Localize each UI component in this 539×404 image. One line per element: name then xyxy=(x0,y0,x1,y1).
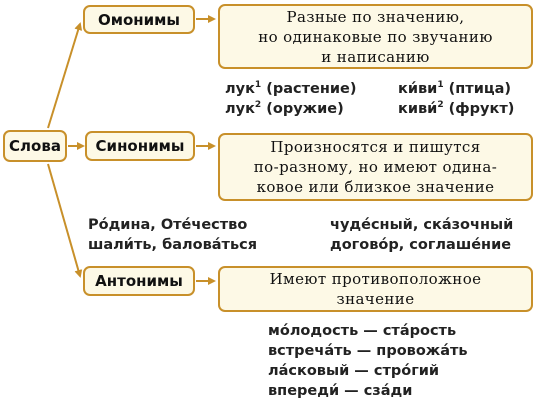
root-node-slova: Слова xyxy=(3,130,67,162)
antonyms-label: Антонимы xyxy=(95,272,183,290)
arrow-to-antonyms xyxy=(47,163,83,278)
synonyms-label: Синонимы xyxy=(95,137,185,155)
antonym-example-vperedi: впереди́ — сза́ди xyxy=(268,383,413,399)
root-label: Слова xyxy=(9,137,61,155)
homonyms-def-line-1: Разные по значению, xyxy=(286,7,465,26)
antonym-example-laskovy: ла́сковый — стро́гий xyxy=(268,363,440,379)
synonyms-def-line-2: по-разному, но имеют одина- xyxy=(253,158,498,176)
antonym-example-molodost: мо́лодость — ста́рость xyxy=(268,323,457,339)
synonym-example-chudesny: чуде́сный, ска́зочный xyxy=(330,217,514,233)
arrow-to-homonyms xyxy=(47,22,83,129)
synonyms-def-line-3: ковое или близкое значение xyxy=(256,178,495,196)
synonym-example-dogovor: догово́р, соглаше́ние xyxy=(330,237,512,253)
homonyms-label: Омонимы xyxy=(97,10,181,29)
homonym-example-kivi-2: киви́2 (фрукт) xyxy=(398,100,515,118)
antonyms-definition-box: Имеют противоположное значение xyxy=(218,266,533,312)
synonym-example-rodina: Ро́дина, Оте́чество xyxy=(88,217,248,233)
homonym-example-luk-2: лук2 (оружие) xyxy=(225,100,344,118)
homonym-example-luk-1: лук1 (растение) xyxy=(225,80,357,98)
antonyms-def-line-1: Имеют противоположное xyxy=(269,270,482,288)
homonyms-definition-box: Разные по значению, но одинаковые по зву… xyxy=(218,4,533,69)
homonyms-def-line-2: но одинаковые по звучанию xyxy=(258,27,493,46)
homonym-example-kivi-1: ки́ви1 (птица) xyxy=(398,80,512,98)
synonym-example-shalit: шали́ть, балова́ться xyxy=(88,237,258,253)
synonyms-definition-box: Произносятся и пишутся по-разному, но им… xyxy=(218,133,533,201)
antonym-example-vstrechat: встреча́ть — провожа́ть xyxy=(268,343,468,359)
synonyms-node: Синонимы xyxy=(85,131,195,161)
synonyms-def-line-1: Произносятся и пишутся xyxy=(270,138,481,156)
antonyms-def-line-2: значение xyxy=(336,290,415,308)
antonyms-node: Антонимы xyxy=(83,266,195,296)
homonyms-def-line-3: и написанию xyxy=(321,47,430,66)
homonyms-node: Омонимы xyxy=(83,5,195,34)
